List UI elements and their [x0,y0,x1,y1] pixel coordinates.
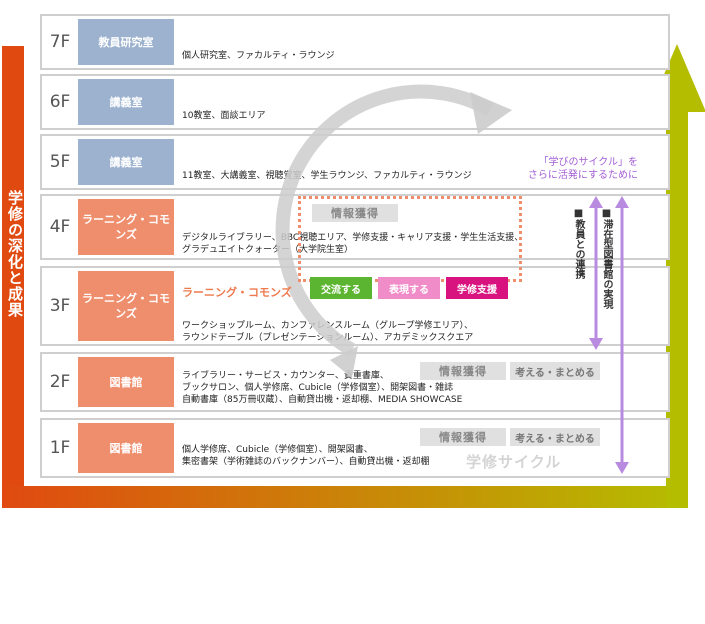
floor-desc-line: 個人研究室、ファカルティ・ラウンジ [182,51,335,61]
floor-tag: 講義室 [78,79,174,125]
floor-tag: 図書館 [78,357,174,407]
floor-desc-line: 集密書架（学術雑誌のバックナンバー）、自動貸出機・返却棚 [182,457,430,467]
floor-6f: 6F 講義室 10教室、面談エリア [40,74,670,130]
floor-tag: 図書館 [78,423,174,473]
floor-number: 1F [49,438,71,458]
axis-red-bar [2,46,24,508]
floor-desc-line: グラデュエイトクォーター（大学院生室） [182,245,354,255]
floor-desc-line: ラウンドテーブル（プレゼンテーションルーム）、アカデミックスクエア [182,333,474,343]
caption-line: 「学びのサイクル」を [538,157,639,168]
floor-desc-line: 個人学修席、Cubicle（学修個室）、開架図書、 [182,445,373,455]
floor-desc: 個人学修席、Cubicle（学修個室）、開架図書、 集密書架（学術雑誌のバックナ… [182,444,430,468]
floor-number: 7F [49,32,71,52]
left-axis-label: 学修の深化と成果 [6,190,24,318]
info-gain-pill-1f: 情報獲得 [420,428,506,446]
floor-desc: 11教室、大講義室、視聴覚室、学生ラウンジ、ファカルティ・ラウンジ [182,170,472,182]
floor-7f: 7F 教員研究室 個人研究室、ファカルティ・ラウンジ [40,14,670,70]
info-gain-pill-2f: 情報獲得 [420,362,506,380]
cycle-caption: 「学びのサイクル」を さらに活発にするために [500,156,638,182]
study-support-pill: 学修支援 [446,277,508,299]
exchange-pill: 交流する [310,277,372,299]
floor-number: 5F [49,152,71,172]
stay-library-note: ■滞在型図書館の実現 [601,208,612,309]
faculty-collaboration-note: ■教員との連携 [573,208,584,279]
floor-number: 2F [49,372,71,392]
study-cycle-label: 学修サイクル [466,453,562,471]
floor-desc-line: ワークショップルーム、カンファレンスルーム（グループ学修エリア）、 [182,321,473,331]
axis-bottom-bar [2,486,688,508]
floor-tag: 教員研究室 [78,19,174,65]
floor-number: 6F [49,92,71,112]
learning-commons-label: ラーニング・コモンズ [182,286,292,299]
floor-desc: 個人研究室、ファカルティ・ラウンジ [182,50,334,62]
floor-desc-line: ライブラリー・サービス・カウンター、貴重書庫、 [182,371,389,381]
axis-right-bar [666,110,688,508]
caption-line: さらに活発にするために [527,170,638,181]
think-pill-1f: 考える・まとめる [510,428,600,446]
floor-number: 4F [49,217,71,237]
floor-tag: ラーニング・コモンズ [78,271,174,341]
floor-tag: ラーニング・コモンズ [78,199,174,255]
floor-2f: 2F 図書館 ライブラリー・サービス・カウンター、貴重書庫、 ブックサロン、個人… [40,352,670,412]
floor-desc-line: 11教室、大講義室、視聴覚室、学生ラウンジ、ファカルティ・ラウンジ [182,171,472,181]
info-gain-pill-4f: 情報獲得 [312,204,398,222]
floor-desc-line: 10教室、面談エリア [182,111,266,121]
floor-desc-line: ブックサロン、個人学修席、Cubicle（学修個室）、開架図書・雑誌 [182,383,454,393]
floor-desc-line: 自動書庫（85万冊収蔵）、自動貸出機・返却棚、MEDIA SHOWCASE [182,395,463,405]
floor-tag: 講義室 [78,139,174,185]
floor-desc: ライブラリー・サービス・カウンター、貴重書庫、 ブックサロン、個人学修席、Cub… [182,370,462,406]
floor-desc: 10教室、面談エリア [182,110,265,122]
floor-desc: ワークショップルーム、カンファレンスルーム（グループ学修エリア）、 ラウンドテー… [182,320,473,344]
floor-1f: 1F 図書館 個人学修席、Cubicle（学修個室）、開架図書、 集密書架（学術… [40,418,670,478]
floor-number: 3F [49,296,71,316]
think-pill-2f: 考える・まとめる [510,362,600,380]
express-pill: 表現する [378,277,440,299]
